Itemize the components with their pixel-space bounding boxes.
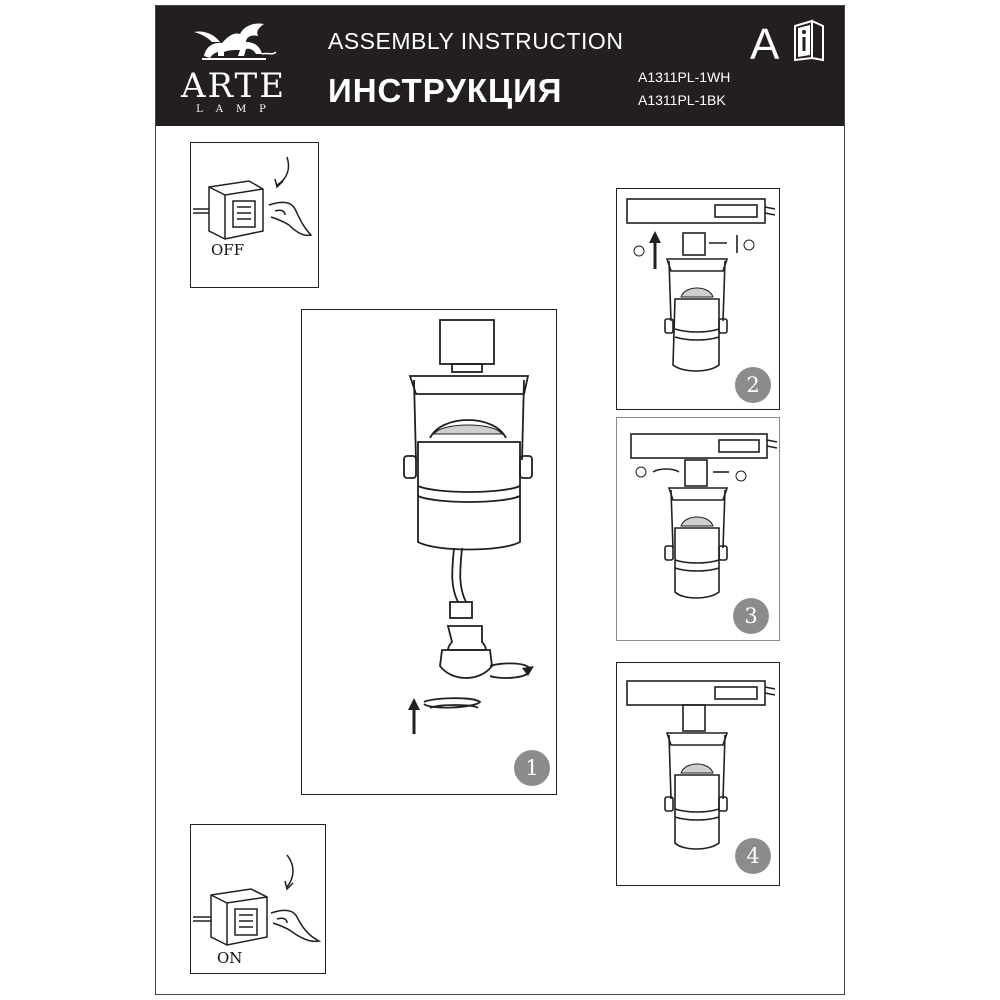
header-bar: ARTE LAMP ASSEMBLY INSTRUCTION ИНСТРУКЦИ… [156, 6, 844, 126]
model-number-white: A1311PL-1WH [638, 69, 731, 85]
brand-name: ARTE [180, 66, 287, 106]
switch-off-panel: OFF [190, 142, 319, 288]
step-2-panel: 2 [616, 188, 780, 410]
rotate-arrow-icon [286, 854, 294, 888]
track-mounting-icon [626, 198, 776, 372]
title-russian: ИНСТРУКЦИЯ [328, 72, 563, 109]
step-3-panel: 3 [616, 417, 780, 641]
step-1-panel: 1 [301, 309, 557, 795]
step-3-badge: 3 [733, 598, 769, 634]
track-locking-icon [630, 433, 778, 599]
language-letter: A [750, 20, 780, 69]
switch-off-label: OFF [211, 241, 245, 259]
winged-lion-logo-icon [194, 23, 277, 60]
spotlight-lamp-disassembled-icon [403, 319, 534, 734]
step-4-badge: 4 [735, 838, 771, 874]
step-4-panel: 4 [616, 662, 780, 886]
info-book-icon [794, 19, 824, 62]
switch-on-panel: ON [190, 824, 326, 974]
wall-switch-icon [193, 156, 313, 240]
step-2-badge: 2 [735, 367, 771, 403]
switch-on-label: ON [217, 949, 243, 967]
wall-switch-icon [193, 854, 322, 946]
step-1-badge: 1 [514, 750, 550, 786]
track-installed-icon [626, 680, 776, 850]
model-number-black: A1311PL-1BK [638, 92, 726, 108]
instruction-sheet: ARTE LAMP ASSEMBLY INSTRUCTION ИНСТРУКЦИ… [155, 5, 845, 995]
rotate-arrow-icon [276, 156, 290, 186]
title-english: ASSEMBLY INSTRUCTION [328, 28, 624, 54]
brand-subtitle: LAMP [196, 104, 279, 115]
